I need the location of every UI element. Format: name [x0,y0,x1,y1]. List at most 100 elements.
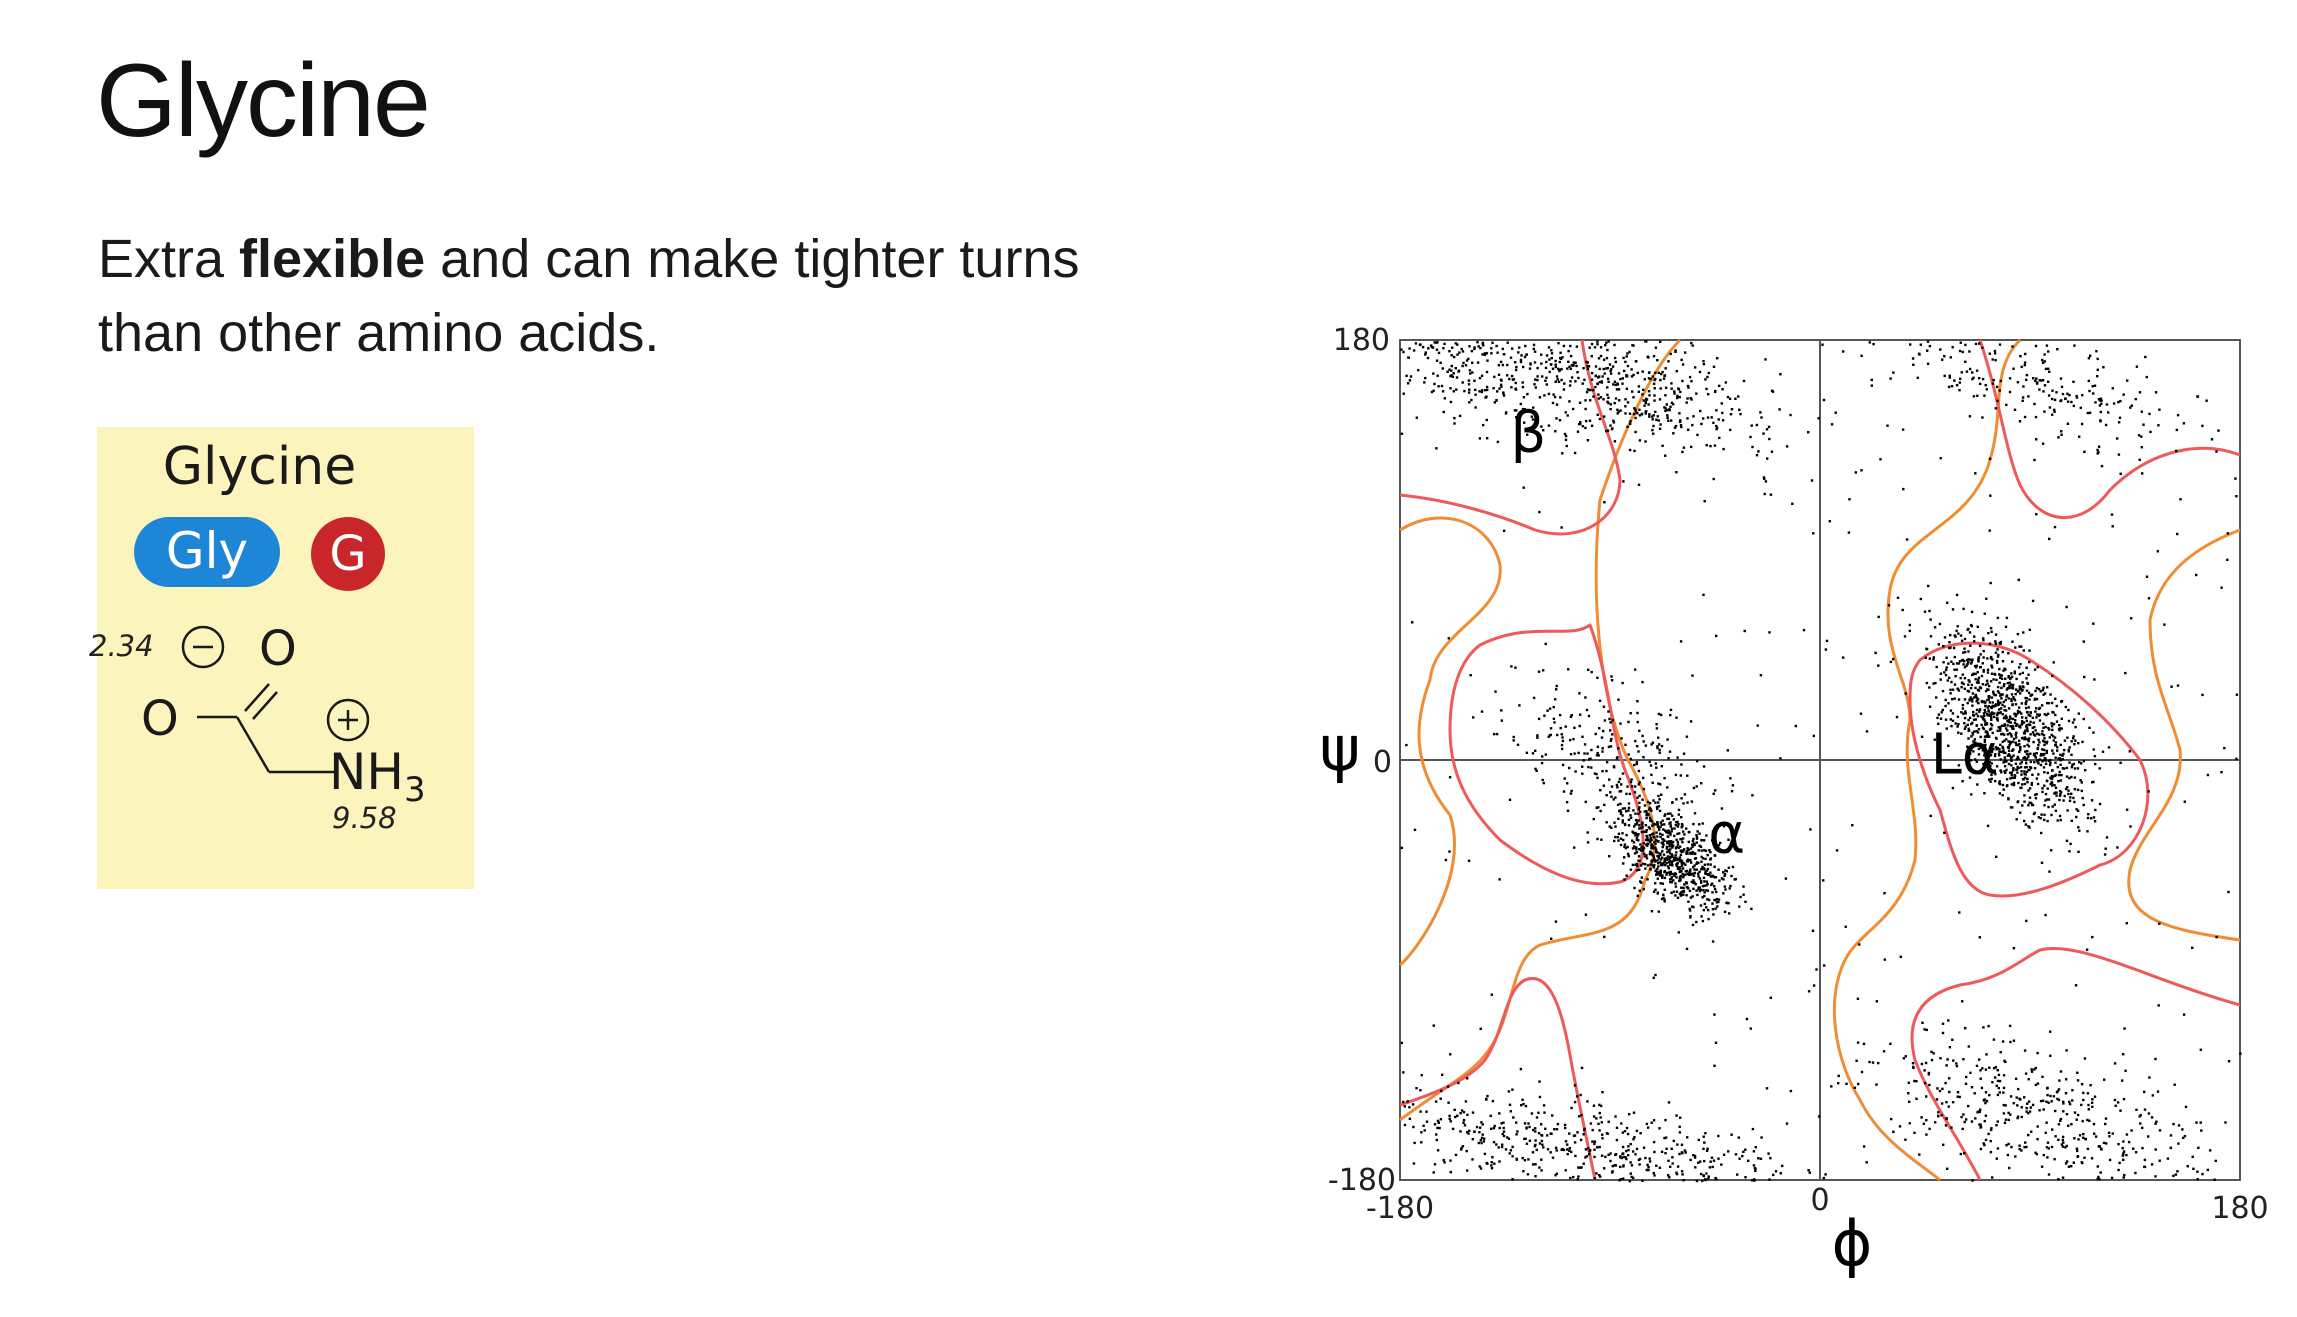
data-point [1972,710,1975,714]
data-point [1666,817,1669,821]
data-point [1483,1152,1487,1156]
data-point [1673,874,1676,878]
data-point [1600,736,1604,739]
data-point [1970,610,1974,614]
data-point [2036,782,2040,786]
data-point [1490,352,1493,355]
data-point [2024,696,2027,700]
data-point [1698,870,1701,873]
data-point [2014,1155,2017,1158]
data-point [2008,377,2012,380]
data-point [1939,457,1942,460]
data-point [1559,726,1562,730]
data-point [1920,1062,1924,1066]
data-point [1698,370,1702,374]
data-point [1549,1151,1552,1154]
data-point [2003,765,2007,768]
data-point [2139,1114,2142,1117]
data-point [1543,394,1546,397]
data-point [1981,377,1985,381]
data-point [1679,875,1682,878]
data-point [1620,1122,1623,1125]
data-point [2025,719,2029,723]
data-point [1971,731,1974,735]
data-point [1636,700,1639,703]
data-point [2023,1146,2026,1149]
data-point [2021,671,2024,675]
data-point [1945,727,1948,730]
data-point [1437,1121,1440,1124]
data-point [2157,1004,2160,1007]
data-point [1680,797,1683,800]
data-point [2172,1122,2175,1126]
data-point [1653,840,1656,844]
data-point [1709,875,1713,878]
data-point [1675,856,1678,860]
data-point [1560,378,1563,382]
data-point [1946,1058,1949,1061]
data-point [1821,343,1824,346]
data-point [1469,674,1472,677]
data-point [2010,783,2013,786]
data-point [1572,361,1575,364]
data-point [1986,682,1989,685]
data-point [1601,750,1604,753]
data-point [2072,404,2075,408]
data-point [1669,708,1673,712]
data-point [1753,1179,1756,1182]
data-point [2061,392,2065,396]
data-point [2093,1132,2096,1135]
data-point [1643,863,1647,866]
data-point [1550,352,1554,355]
data-point [1665,847,1668,850]
data-point [1987,710,1990,713]
data-point [2104,847,2107,850]
data-point [1941,1022,1945,1025]
data-point [2104,1117,2108,1120]
data-point [1433,341,1436,344]
data-point [1449,1159,1452,1162]
data-point [1865,730,1869,733]
data-point [1953,379,1956,382]
data-point [2169,1134,2173,1137]
data-point [1706,889,1709,892]
data-point [1582,1162,1585,1165]
data-point [2036,713,2039,716]
data-point [1582,1133,1585,1136]
carboxyl-pka-label: 2.34 [89,629,154,663]
data-point [1647,826,1651,829]
data-point [1961,350,1964,354]
data-point [2128,750,2131,753]
data-point [1665,861,1668,865]
data-point [1657,371,1660,374]
data-point [1695,836,1699,839]
data-point [1741,1154,1744,1158]
data-point [1656,745,1659,748]
data-point [1588,758,1591,761]
data-point [1683,848,1686,851]
contour-lower-left-inner [1399,976,1597,1181]
data-point [2016,1115,2020,1118]
data-point [2043,784,2046,787]
data-point [1932,658,1935,661]
data-point [1956,625,1959,628]
data-point [1411,621,1414,624]
data-point [2110,513,2114,516]
data-point [2075,1147,2079,1150]
data-point [2090,1157,2094,1160]
data-point [1715,428,1718,431]
data-point [1637,808,1641,811]
data-point [2014,715,2017,718]
data-point [1925,647,1928,650]
data-point [1707,371,1710,375]
data-point [1579,713,1582,716]
data-point [1561,356,1564,359]
data-point [1626,852,1630,856]
data-point [2090,1101,2094,1104]
data-point [2059,377,2063,380]
data-point [1654,371,1657,374]
data-point [1495,1143,1498,1146]
data-point [1661,876,1664,879]
data-point [1632,344,1635,347]
data-point [1685,882,1688,885]
